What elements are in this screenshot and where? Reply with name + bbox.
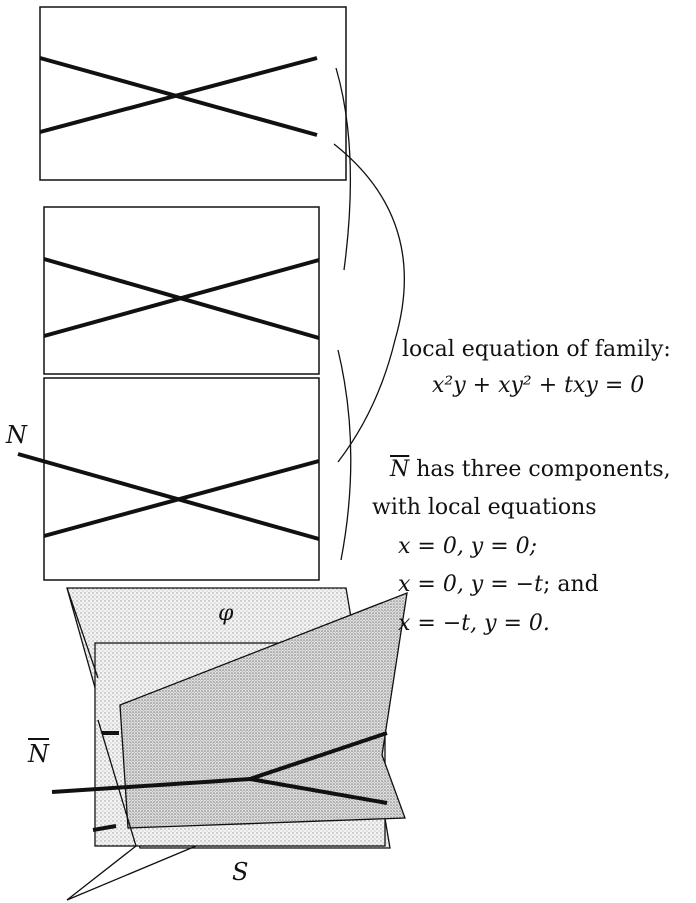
label-S: S xyxy=(232,858,249,886)
components-caption: N has three components, xyxy=(390,456,671,484)
sheet-front xyxy=(119,591,408,829)
component-equation-2: x = 0, y = −t; and xyxy=(398,571,599,599)
fiber-curve xyxy=(39,56,318,134)
component-equation-1: x = 0, y = 0; xyxy=(398,534,538,559)
sheet-top-left-edge xyxy=(66,587,99,679)
component-equation-2-math: x = 0, y = −t xyxy=(398,572,543,597)
label-phi: φ xyxy=(218,601,234,626)
component-equation-3: x = −t, y = 0. xyxy=(398,611,550,636)
sheet-lower-edge xyxy=(66,845,197,901)
sheet-left-edge xyxy=(66,719,137,901)
curve-Nbar-branch-up xyxy=(249,731,388,781)
curve-Nbar-main xyxy=(51,777,251,794)
nbar-symbol: N xyxy=(390,457,410,482)
label-Nbar: N xyxy=(28,740,49,768)
family-equation: x²y + xy² + txy = 0 xyxy=(432,373,645,398)
fiber-panel-top xyxy=(39,6,347,181)
caption-title: local equation of family: xyxy=(402,337,671,362)
label-N: N xyxy=(6,421,27,449)
curve-N xyxy=(17,452,320,541)
fiber-panel-bottom xyxy=(17,377,320,581)
fiber-curve xyxy=(43,459,320,538)
base-surface-S xyxy=(51,587,408,901)
components-text: has three components, xyxy=(409,457,671,482)
curve-Nbar-branch-down xyxy=(249,777,388,805)
arc-long xyxy=(333,143,405,463)
with-local-equations: with local equations xyxy=(372,495,597,520)
fiber-panel-middle xyxy=(43,206,320,375)
fiber-curve xyxy=(43,258,320,338)
component-equation-2-suffix: ; and xyxy=(542,572,599,597)
curve-Nbar-left-down xyxy=(92,824,117,832)
family-arcs xyxy=(333,67,405,561)
arc-bottom xyxy=(337,349,352,561)
arc-top xyxy=(335,67,352,271)
